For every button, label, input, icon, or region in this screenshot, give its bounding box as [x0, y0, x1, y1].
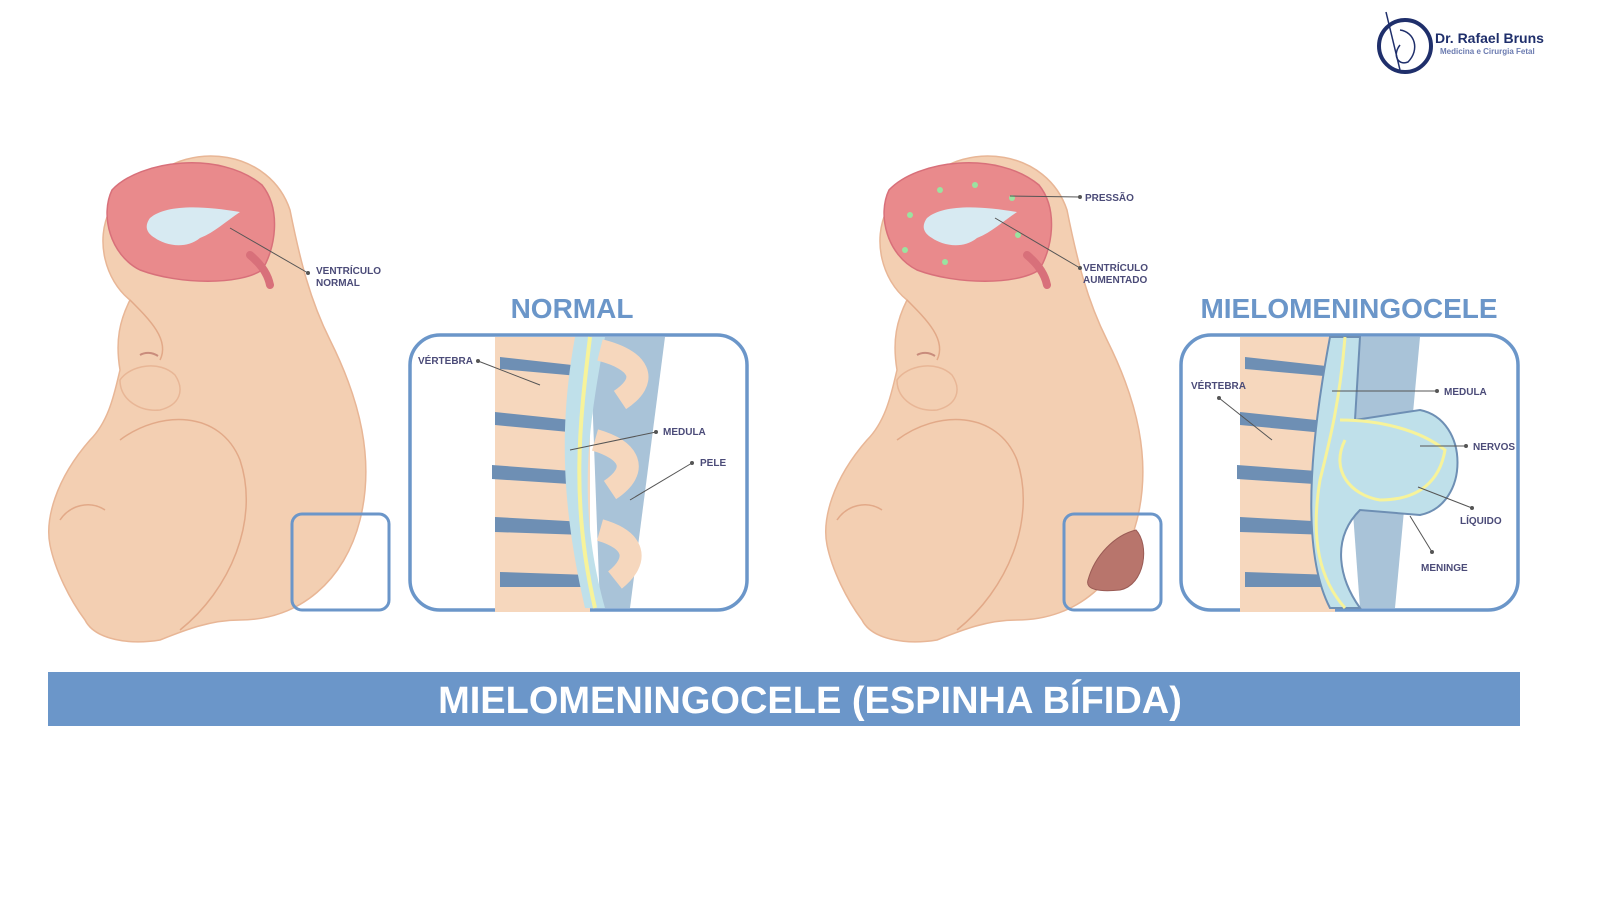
pressure-arrows	[902, 182, 1021, 265]
label-meninge: MENINGE	[1421, 563, 1468, 574]
banner-title: MIELOMENINGOCELE (ESPINHA BÍFIDA)	[438, 678, 1182, 722]
logo-subtitle: Medicina e Cirurgia Fetal	[1440, 47, 1535, 56]
normal-spine-panel: VÉRTEBRA MEDULA PELE	[408, 333, 749, 612]
label-ventricle-aumentado-2: AUMENTADO	[1083, 275, 1147, 286]
normal-zoom-region	[290, 512, 391, 612]
mielo-baby-illustration: PRESSÃO VENTRÍCULO AUMENTADO	[826, 156, 1163, 642]
label-medula-mielo: MEDULA	[1444, 387, 1487, 398]
label-medula-normal: MEDULA	[663, 427, 706, 438]
logo-name: Dr. Rafael Bruns	[1435, 30, 1544, 46]
label-ventricle-normal-1: VENTRÍCULO	[316, 264, 381, 277]
mielo-zoom-region	[1062, 512, 1163, 612]
label-vertebra-mielo: VÉRTEBRA	[1191, 379, 1246, 392]
label-pele-normal: PELE	[700, 458, 726, 469]
label-liquido: LÍQUIDO	[1460, 514, 1502, 527]
normal-baby-illustration: VENTRÍCULO NORMAL	[49, 156, 391, 642]
label-vertebra-normal: VÉRTEBRA	[418, 354, 473, 367]
logo: Dr. Rafael Bruns Medicina e Cirurgia Fet…	[1377, 11, 1544, 74]
mielo-spine-panel: MEDULA NERVOS LÍQUIDO MENINGE VÉRTEBRA	[1179, 333, 1520, 612]
normal-title: NORMAL	[511, 293, 634, 324]
label-pressao: PRESSÃO	[1085, 191, 1134, 204]
title-banner: MIELOMENINGOCELE (ESPINHA BÍFIDA)	[48, 672, 1520, 726]
label-nervos: NERVOS	[1473, 442, 1515, 453]
lesion-sac	[1087, 529, 1145, 592]
label-ventricle-aumentado-1: VENTRÍCULO	[1083, 261, 1148, 274]
logo-fetus-icon	[1377, 18, 1433, 74]
mielo-title: MIELOMENINGOCELE	[1200, 293, 1497, 324]
label-ventricle-normal-2: NORMAL	[316, 278, 360, 289]
